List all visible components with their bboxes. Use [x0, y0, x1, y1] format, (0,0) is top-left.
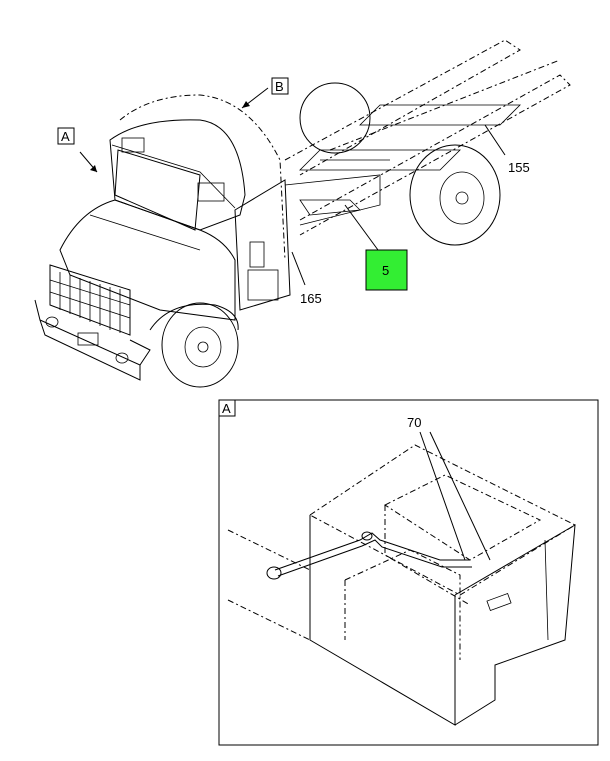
truck-illustration	[34, 39, 571, 388]
part-165-label: 165	[300, 291, 322, 306]
view-b-indicator: B	[241, 77, 289, 109]
detail-frame	[218, 399, 599, 746]
part-5-highlight[interactable]	[365, 249, 408, 291]
view-a-indicator: A	[57, 127, 98, 173]
part-155-label: 155	[508, 160, 530, 175]
callout-165: 165	[291, 251, 322, 306]
callout-5[interactable]: 5	[344, 204, 408, 291]
view-b-label: B	[275, 79, 284, 94]
part-5-label: 5	[382, 263, 389, 278]
detail-a-label: A	[222, 401, 231, 416]
detail-a-tag	[218, 399, 236, 417]
part-70-label: 70	[407, 415, 421, 430]
detail-a-panel: A 70	[218, 399, 599, 746]
callout-155: 155	[484, 124, 530, 175]
view-a-label: A	[61, 129, 70, 144]
